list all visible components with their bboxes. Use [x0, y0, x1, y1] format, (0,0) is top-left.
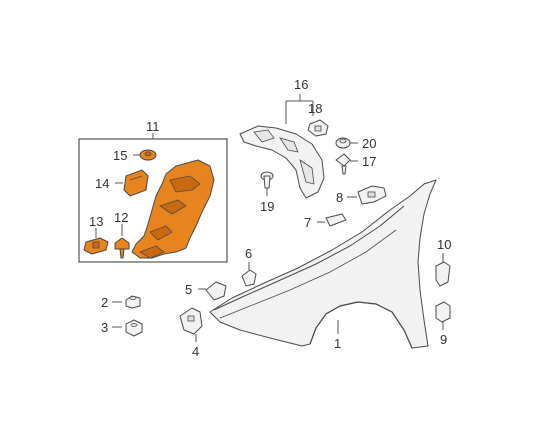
bracket-4-part[interactable] — [179, 307, 203, 335]
liner-assembly-part[interactable] — [131, 159, 215, 259]
callout-11[interactable]: 11 — [146, 119, 160, 134]
bracket-10-part[interactable] — [435, 261, 451, 287]
callout-15[interactable]: 15 — [113, 148, 127, 163]
callout-6[interactable]: 6 — [245, 246, 252, 261]
callout-17[interactable]: 17 — [362, 154, 376, 169]
bolt-2-part[interactable] — [125, 295, 141, 309]
callout-20[interactable]: 20 — [362, 136, 376, 151]
screw-12-part[interactable] — [114, 237, 130, 259]
nut-3-part[interactable] — [125, 319, 143, 337]
callout-8[interactable]: 8 — [336, 190, 343, 205]
bracket-5-part[interactable] — [205, 281, 227, 301]
callout-14[interactable]: 14 — [95, 176, 109, 191]
clip-6-part[interactable] — [241, 269, 257, 287]
callout-4[interactable]: 4 — [192, 344, 199, 359]
callout-3[interactable]: 3 — [101, 320, 108, 335]
callout-16[interactable]: 16 — [294, 77, 308, 92]
fender-part[interactable] — [209, 179, 437, 349]
nut-20-part[interactable] — [335, 137, 351, 149]
clip-18-part[interactable] — [307, 119, 329, 137]
callout-19[interactable]: 19 — [260, 199, 274, 214]
callout-7[interactable]: 7 — [304, 215, 311, 230]
callout-12[interactable]: 12 — [114, 210, 128, 225]
callout-10[interactable]: 10 — [437, 237, 451, 252]
callout-9[interactable]: 9 — [440, 332, 447, 347]
bracket-9-part[interactable] — [435, 301, 451, 323]
trim-part[interactable] — [123, 169, 149, 197]
callout-2[interactable]: 2 — [101, 295, 108, 310]
callout-5[interactable]: 5 — [185, 282, 192, 297]
grommet-part[interactable] — [139, 149, 157, 161]
leader-16 — [285, 94, 314, 124]
callout-13[interactable]: 13 — [89, 214, 103, 229]
callout-18[interactable]: 18 — [308, 101, 322, 116]
clip-13-part[interactable] — [83, 237, 109, 255]
clip-17-part[interactable] — [335, 153, 351, 175]
fender-liner-part[interactable] — [239, 125, 325, 199]
push-pin-part[interactable] — [260, 171, 274, 189]
callout-1[interactable]: 1 — [334, 336, 341, 351]
bracket-8-part[interactable] — [357, 185, 387, 205]
bracket-7-part[interactable] — [325, 213, 347, 227]
